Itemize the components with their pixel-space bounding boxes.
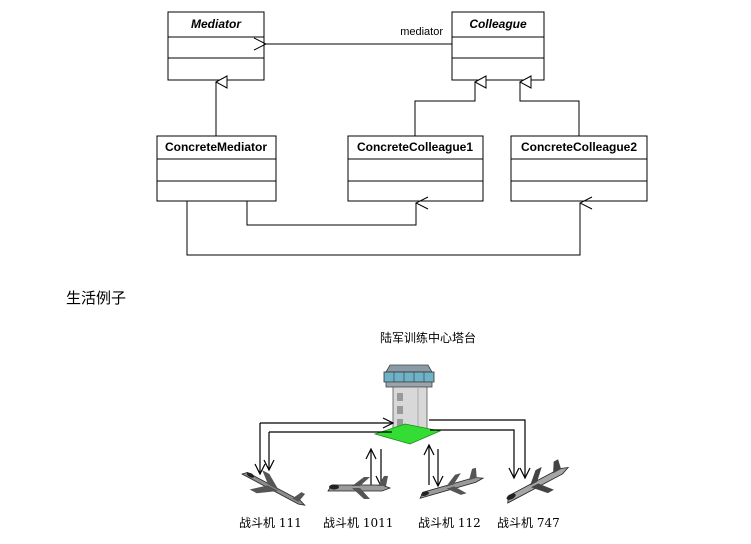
jet-747-icon [506,459,570,504]
association-mediator: mediator [266,26,452,44]
class-concrete-mediator-name: ConcreteMediator [165,140,267,154]
class-mediator-name: Mediator [191,17,242,31]
control-tower-icon [373,364,442,445]
plane-label-111: 战斗机 111 [239,516,302,530]
plane-label-747: 战斗机 747 [497,516,560,530]
uml-diagram: Mediator Colleague ConcreteMediator Conc… [156,11,648,256]
class-concrete-colleague2-name: ConcreteColleague2 [521,140,637,154]
class-mediator: Mediator [167,11,265,81]
association-label: mediator [400,26,443,38]
generalization-colleague2 [520,82,580,136]
association-concrete-colleague2 [186,201,580,256]
class-colleague-name: Colleague [469,17,527,31]
class-colleague: Colleague [451,11,545,81]
plane-label-112: 战斗机 112 [418,516,481,530]
class-concrete-colleague2: ConcreteColleague2 [510,135,648,202]
association-concrete-colleague1 [246,201,416,226]
jet-111-icon [240,470,306,506]
plane-label-1011: 战斗机 1011 [323,516,393,530]
class-concrete-colleague1-name: ConcreteColleague1 [357,140,473,154]
class-concrete-mediator: ConcreteMediator [156,135,277,202]
jet-1011-icon [327,476,392,499]
class-concrete-colleague1: ConcreteColleague1 [347,135,484,202]
tower-label: 陆军训练中心塔台 [380,330,476,345]
jet-112-icon [419,467,485,499]
example-heading: 生活例子 [66,289,126,307]
generalization-colleague1 [414,82,475,136]
communication-lines [254,417,531,488]
tower-illustration: 陆军训练中心塔台 [239,330,570,530]
